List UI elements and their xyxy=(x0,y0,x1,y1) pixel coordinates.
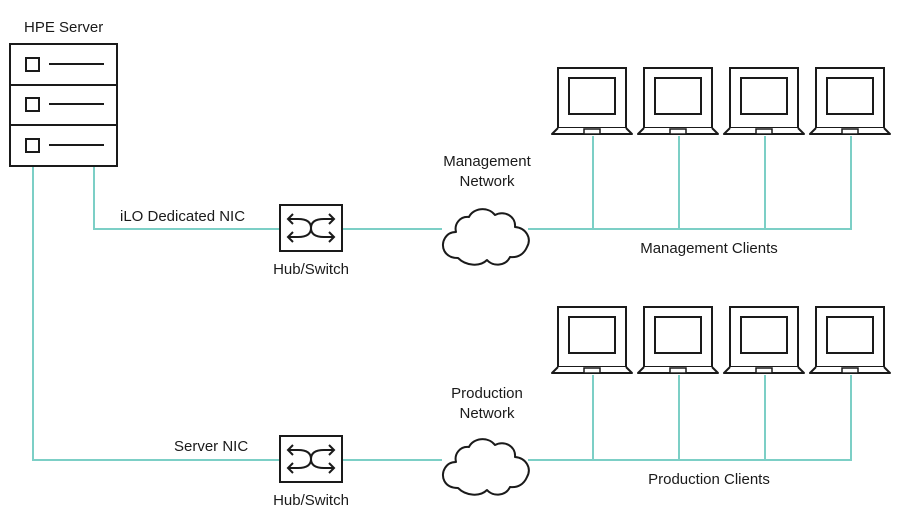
production-laptop-icon-3 xyxy=(723,306,805,374)
connection-lines xyxy=(32,136,852,461)
management-network-label-line2: Network xyxy=(459,173,515,190)
production-switch-label: Hub/Switch xyxy=(273,492,349,509)
production-clients-label: Production Clients xyxy=(648,471,770,488)
management-nic-label: iLO Dedicated NIC xyxy=(120,208,245,225)
management-laptop-icon-4 xyxy=(809,67,891,135)
server-title: HPE Server xyxy=(24,19,103,36)
production-link-server-switch xyxy=(32,166,280,461)
production-laptop-icon-4 xyxy=(809,306,891,374)
management-laptop-icon-2 xyxy=(637,67,719,135)
management-laptop-icon-1 xyxy=(551,67,633,135)
production-switch-icon xyxy=(279,435,343,483)
management-link-server-switch xyxy=(93,166,280,230)
management-switch-label: Hub/Switch xyxy=(273,261,349,278)
production-network-label-line2: Network xyxy=(459,405,515,422)
production-laptop-icon-2 xyxy=(637,306,719,374)
management-clients-label: Management Clients xyxy=(640,240,778,257)
management-network-label-line1: Management xyxy=(443,153,531,170)
production-laptop-icon-1 xyxy=(551,306,633,374)
production-cloud-icon xyxy=(441,438,530,496)
production-network-label-line1: Production xyxy=(451,385,523,402)
management-laptop-icon-3 xyxy=(723,67,805,135)
server-icon xyxy=(9,43,118,167)
management-cloud-icon xyxy=(441,208,530,266)
production-nic-label: Server NIC xyxy=(174,438,248,455)
management-switch-icon xyxy=(279,204,343,252)
